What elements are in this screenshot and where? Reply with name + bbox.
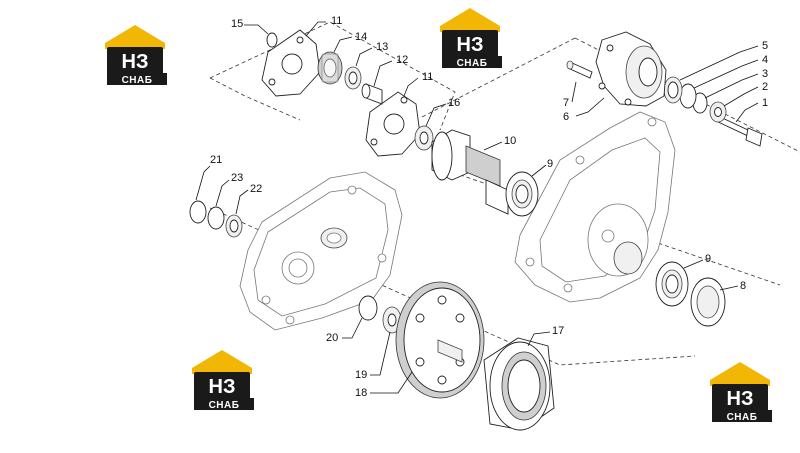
callout-14: 14 [355, 31, 367, 43]
part-23-ring [207, 206, 225, 230]
logo-watermark-bottomright: НЗ СНАБ [710, 362, 772, 423]
part-15-snap-ring [266, 32, 278, 48]
callout-11a: 11 [331, 15, 342, 27]
svg-text:НЗ: НЗ [122, 51, 149, 73]
callout-7: 7 [563, 97, 569, 109]
part-17-ring-gear [483, 337, 555, 431]
callout-17: 17 [552, 325, 564, 337]
svg-text:СНАБ: СНАБ [727, 412, 758, 423]
part-14-gear [317, 51, 343, 85]
svg-text:СНАБ: СНАБ [122, 75, 153, 86]
part-8-seal [690, 277, 726, 327]
callout-9b: 9 [705, 253, 711, 265]
part-13-bearing-bore [348, 71, 358, 85]
part-19-bearing-bore [387, 313, 397, 327]
part-21-ring [189, 200, 207, 224]
callout-13: 13 [376, 41, 388, 53]
svg-text:СНАБ: СНАБ [209, 400, 240, 411]
part-11-plate-upper [261, 29, 321, 97]
part-16-bearing-bore [419, 131, 429, 145]
part-20-ring [358, 295, 378, 321]
callout-4: 4 [762, 54, 768, 66]
part-18-planet-gear [395, 281, 485, 399]
svg-text:НЗ: НЗ [457, 34, 484, 56]
callout-10: 10 [504, 135, 516, 147]
callout-5: 5 [762, 40, 768, 52]
callout-8: 8 [740, 280, 746, 292]
logo-roof [105, 25, 165, 49]
part-22-seal-bore [229, 219, 239, 233]
part-9-bearing-upper [505, 171, 539, 217]
logo-watermark-topcenter: НЗ СНАБ [440, 8, 502, 69]
callout-2: 2 [762, 81, 768, 93]
left-housing-cover [239, 171, 403, 331]
logo-watermark-bottomleft: НЗ СНАБ [192, 350, 254, 411]
part-11-plate-lower [365, 91, 421, 157]
callout-6: 6 [563, 111, 569, 123]
part-12-bushing [361, 83, 383, 105]
callout-20: 20 [326, 332, 338, 344]
callout-15: 15 [231, 18, 243, 30]
callout-21: 21 [210, 154, 222, 166]
callout-11b: 11 [422, 71, 433, 83]
callout-23: 23 [231, 172, 243, 184]
part-10-shaft [431, 129, 509, 215]
part-5-seal-bore [667, 81, 679, 99]
callout-22: 22 [250, 183, 262, 195]
part-1-bolt [715, 114, 763, 147]
callout-3: 3 [762, 68, 768, 80]
callout-12: 12 [396, 54, 408, 66]
callouts: 1 2 3 4 5 6 7 8 9 9 10 11 11 12 13 14 15… [195, 15, 768, 399]
svg-text:НЗ: НЗ [209, 376, 236, 398]
part-9-bearing-lower [655, 261, 689, 307]
part-6-flange-hub [595, 31, 667, 107]
callout-9a: 9 [547, 158, 553, 170]
callout-19: 19 [355, 369, 367, 381]
callout-16: 16 [448, 97, 460, 109]
svg-text:НЗ: НЗ [727, 388, 754, 410]
svg-text:СНАБ: СНАБ [457, 58, 488, 69]
logo-watermark-topleft: НЗ СНАБ [105, 25, 167, 86]
callout-1: 1 [762, 97, 768, 109]
right-housing [514, 111, 676, 303]
part-4-ring [679, 83, 697, 109]
part-7-stud [566, 60, 593, 79]
part-2-nut-bore [714, 107, 722, 117]
callout-18: 18 [355, 387, 367, 399]
